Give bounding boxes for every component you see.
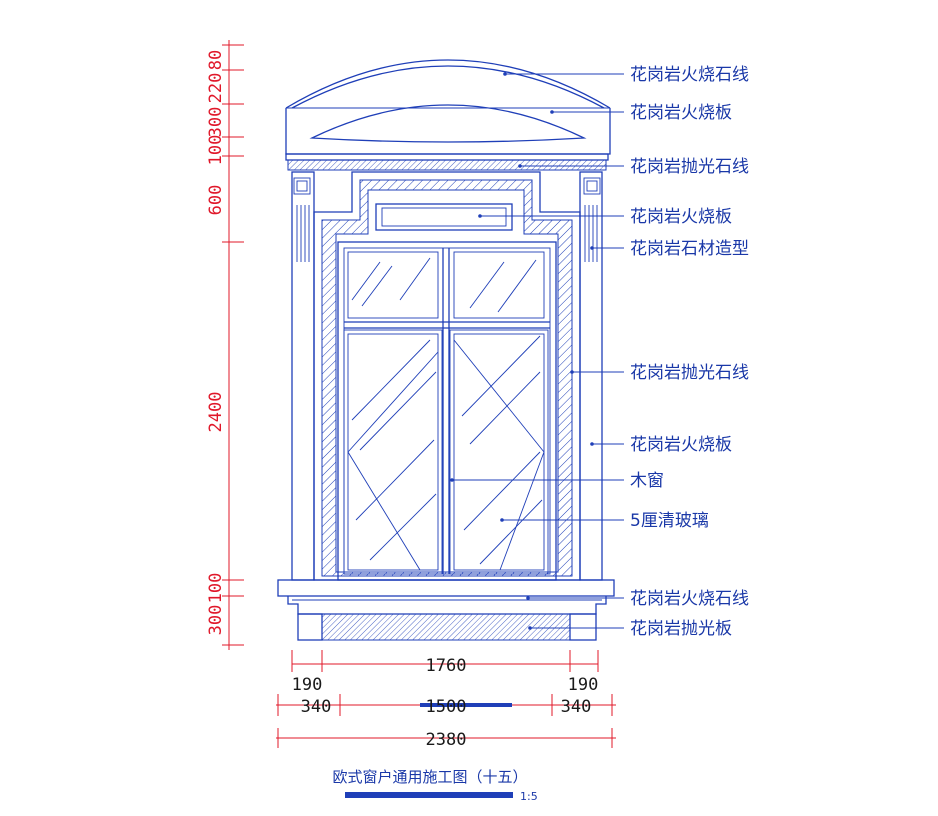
vertical-dim-label: 80: [206, 50, 226, 70]
vertical-dim-label: 300: [206, 107, 226, 138]
horizontal-dim-label: 190: [568, 675, 599, 695]
horizontal-dim-label: 340: [301, 697, 332, 717]
vertical-dim-label: 100: [206, 573, 226, 604]
window-sill: [277, 579, 615, 641]
drawing-title: 欧式窗户通用施工图（十五）: [332, 768, 527, 786]
callout-label: 花岗岩抛光板: [630, 619, 732, 639]
drawing-scale: 1:5: [520, 790, 538, 803]
callout-label: 花岗岩火烧板: [630, 207, 732, 227]
callout-label: 花岗岩抛光石线: [630, 157, 749, 177]
leader-dots: [450, 72, 594, 630]
vertical-dim-label: 300: [206, 605, 226, 636]
callout-label: 花岗岩抛光石线: [630, 363, 749, 383]
glass-reflection-lines: [347, 257, 545, 571]
stone-surround: [313, 171, 581, 581]
callout-label: 木窗: [630, 471, 664, 491]
horizontal-dim-label: 190: [292, 675, 323, 695]
vertical-dim-label: 220: [206, 73, 226, 104]
leader-lines: [452, 73, 624, 629]
vertical-dim-label: 100: [206, 135, 226, 166]
callout-label: 花岗岩火烧石线: [630, 65, 749, 85]
callout-label: 花岗岩火烧板: [630, 435, 732, 455]
left-pilaster: [291, 171, 315, 581]
callout-label: 花岗岩火烧板: [630, 103, 732, 123]
vertical-dim-label: 600: [206, 185, 226, 216]
horizontal-dim-label: 1760: [426, 656, 467, 676]
callout-label: 花岗岩火烧石线: [630, 589, 749, 609]
horizontal-dim-label: 340: [561, 697, 592, 717]
horizontal-dim-label: 2380: [426, 730, 467, 750]
polished-string-course: [285, 153, 609, 171]
callout-label: 花岗岩石材造型: [630, 239, 749, 259]
vertical-dimension-chain: [222, 40, 244, 650]
horizontal-dimension-lines: [276, 650, 616, 748]
vertical-dim-label: 2400: [206, 392, 226, 433]
title-underline: [345, 792, 513, 798]
wood-window: [337, 241, 557, 581]
right-pilaster: [579, 171, 603, 581]
callout-label: 5厘清玻璃: [630, 511, 709, 531]
horizontal-dim-label: 1500: [426, 697, 467, 717]
